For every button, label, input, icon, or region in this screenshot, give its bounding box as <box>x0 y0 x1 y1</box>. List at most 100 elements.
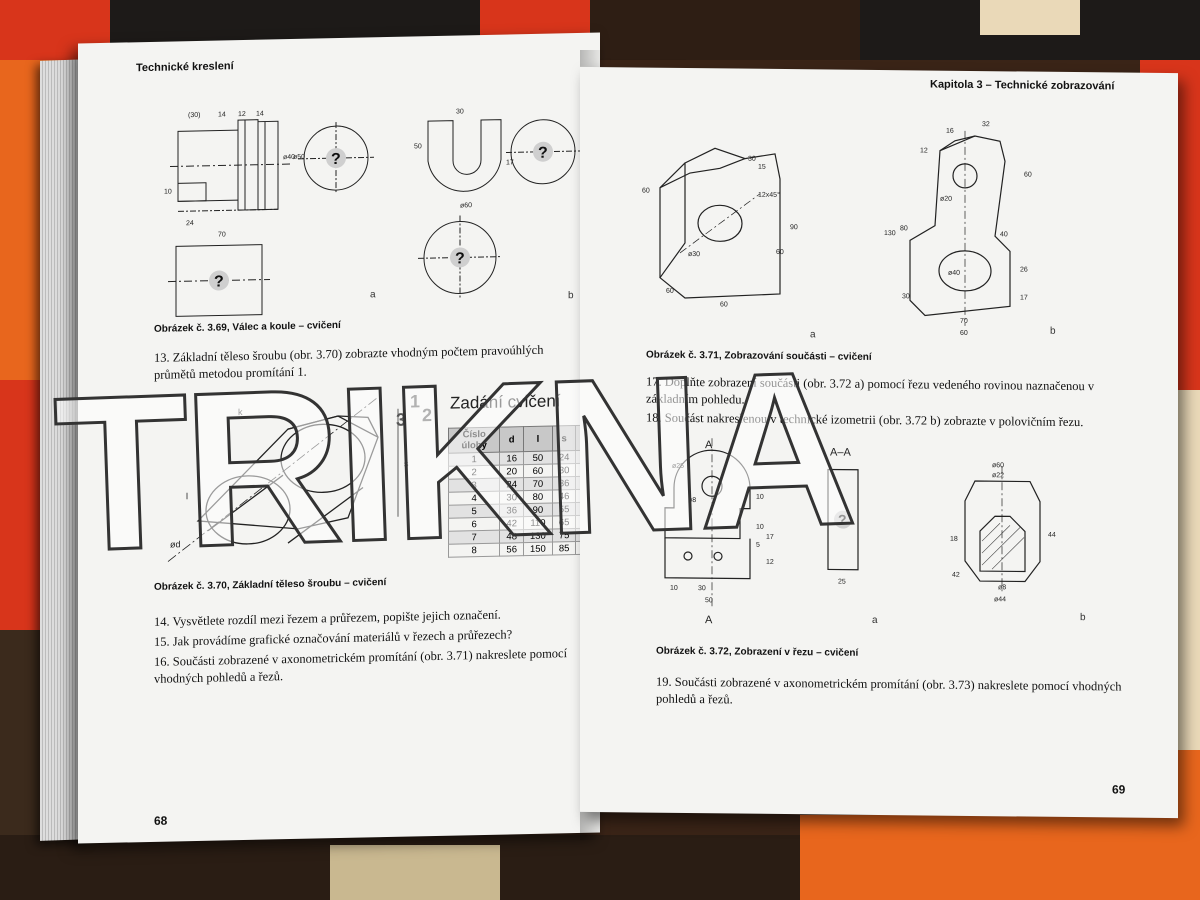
placeholder-mark: ? <box>331 151 341 168</box>
table-cell: 110 <box>523 516 553 530</box>
exercise-icon: 1 3 2 <box>396 391 442 434</box>
table-cell: 130 <box>523 529 553 543</box>
table-cell: 30 <box>552 463 576 478</box>
dim-label: 70 <box>960 318 968 325</box>
table-cell: 55 <box>552 502 576 517</box>
fig370-label-k: k <box>238 407 243 417</box>
table-cell: 50 <box>523 451 553 465</box>
exercise-title: Zadání cvičení <box>450 391 561 413</box>
table-cell: 42 <box>499 516 524 531</box>
figure-3-72-caption: Obrázek č. 3.72, Zobrazení v řezu – cvič… <box>656 645 859 659</box>
dim-label: 130 <box>884 230 896 237</box>
table-cell: 90 <box>523 503 553 517</box>
placeholder-mark: ? <box>214 273 224 290</box>
section-cut-mark: A <box>705 439 713 451</box>
question-19: 19. Součásti zobrazené v axonometrickém … <box>656 674 1122 707</box>
fig370-label-s: s <box>404 459 409 469</box>
table-cell: 80 <box>523 490 553 504</box>
dim-label: 70 <box>218 231 226 238</box>
table-row: 8561508535 <box>448 541 600 558</box>
table-cell: 4 <box>448 491 500 506</box>
fig370-label-d: ød <box>170 539 181 549</box>
fig370-label-l: l <box>186 491 188 501</box>
exercise-icon-digit: 3 <box>396 409 407 430</box>
section-cut-mark: A <box>705 614 713 626</box>
dim-label: 80 <box>900 225 908 232</box>
dim-label: 42 <box>952 572 960 579</box>
page-number-right: 69 <box>1112 782 1126 797</box>
dim-label: 60 <box>720 301 728 308</box>
table-cell: 5 <box>448 504 500 519</box>
table-cell: 7 <box>448 530 500 545</box>
placeholder-mark: ? <box>538 145 548 162</box>
dim-label: 10 <box>164 189 172 196</box>
table-cell: 48 <box>499 529 524 544</box>
table-cell: 70 <box>523 477 553 491</box>
dim-label: ø40 <box>283 154 295 161</box>
dim-label: 24 <box>186 220 194 227</box>
table-cell: 3 <box>448 478 500 493</box>
figure-3-72-drawing: A A A–A ø25 ø8 10 10 5 17 12 10 30 50 25… <box>664 438 1056 626</box>
table-cell: 150 <box>523 542 553 556</box>
question-16: 16. Součásti zobrazené v axonometrickém … <box>154 646 568 686</box>
left-page: Technické kreslení (30) 14 12 <box>78 32 600 844</box>
dim-label: 40 <box>1000 231 1008 238</box>
dim-label: 50 <box>705 597 713 604</box>
dim-label: 17 <box>1020 294 1028 301</box>
dim-label: 12 <box>238 111 246 118</box>
exercise-icon-digit: 1 <box>410 391 421 412</box>
dim-label: 10 <box>670 585 678 592</box>
table-cell: 30 <box>499 490 524 505</box>
placeholder-mark: ? <box>455 250 465 267</box>
dim-label: 60 <box>960 330 968 337</box>
dim-label: 18 <box>950 536 958 543</box>
dim-label: 25 <box>838 579 846 586</box>
table-header-row: Číslo úlohy d l s k <box>448 425 600 454</box>
table-cell: 24 <box>552 450 576 465</box>
exercise-table: Číslo úlohy d l s k 116502410 220603013 … <box>448 425 600 558</box>
dim-label: 10 <box>756 524 764 531</box>
table-cell: 16 <box>499 451 524 466</box>
table-cell: 36 <box>552 476 576 491</box>
dim-label: ø50 <box>293 154 305 161</box>
subfigure-a-label: a <box>872 614 878 626</box>
dim-label: 60 <box>666 288 674 295</box>
table-cell: 65 <box>552 515 576 530</box>
dim-label: 30 <box>748 156 756 163</box>
right-page: Kapitola 3 – Technické zobrazování 60 30… <box>580 66 1178 819</box>
table-header: Číslo úlohy <box>448 427 500 454</box>
dim-label: 15 <box>758 164 766 171</box>
dim-label: 16 <box>946 128 954 135</box>
table-cell: 1 <box>448 452 500 467</box>
dim-label: ø22 <box>992 472 1004 479</box>
dim-label: 30 <box>456 108 464 115</box>
table-header: l <box>523 426 553 452</box>
dim-label: 44 <box>1048 532 1056 539</box>
table-cell: 2 <box>448 465 500 480</box>
exercise-icon-digit: 2 <box>422 405 433 426</box>
dim-label: 26 <box>1020 266 1028 273</box>
table-cell: 46 <box>552 489 576 504</box>
table-cell: 8 <box>448 543 500 558</box>
dim-label: ø25 <box>672 463 684 470</box>
dim-label: ø20 <box>940 196 952 203</box>
dim-label: 30 <box>902 293 910 300</box>
dim-label: 30 <box>698 585 706 592</box>
dim-label: 14 <box>256 111 264 118</box>
table-cell: 75 <box>552 528 576 543</box>
dim-label: 12 <box>766 559 774 566</box>
figure-3-69-drawing: (30) 14 12 14 ø40 ø50 10 24 70 30 50 17 … <box>164 108 580 317</box>
table-header: s <box>552 425 576 452</box>
dim-label: 60 <box>642 188 650 195</box>
dim-label: 50 <box>414 143 422 150</box>
table-cell: 24 <box>499 477 524 492</box>
table-cell: 20 <box>499 464 524 479</box>
section-label: A–A <box>830 446 851 458</box>
dim-label: 12 <box>920 147 928 154</box>
dim-label: 10 <box>756 494 764 501</box>
dim-label: 32 <box>982 121 990 128</box>
dim-label: ø30 <box>688 251 700 258</box>
dim-label: ø60 <box>460 202 472 209</box>
dim-label: 17 <box>506 159 514 166</box>
page-number-left: 68 <box>154 813 168 828</box>
